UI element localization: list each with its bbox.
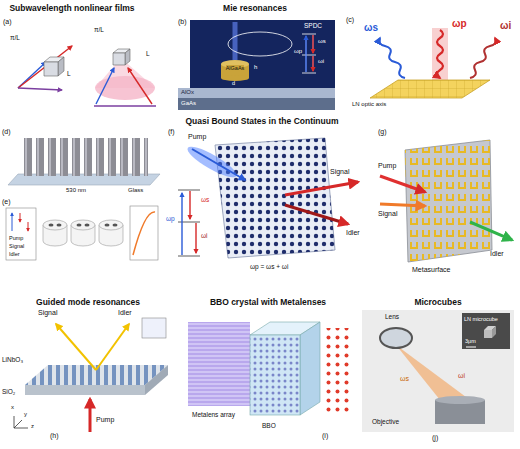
figure-label: Idler — [346, 229, 360, 237]
panel-letter: (g) — [378, 128, 387, 136]
panel-letter: (j) — [432, 434, 438, 442]
figure-label: 530 nm — [66, 187, 86, 194]
figure-label: ωs — [364, 22, 378, 33]
figure-label: Signal — [9, 243, 24, 249]
microcube-setup-sketch — [362, 310, 514, 432]
figure-label: Signal — [38, 309, 57, 317]
figure-label: Glass — [128, 187, 143, 194]
section-heading: Guided mode resonances — [36, 298, 140, 307]
figure-label: Metasurface — [412, 266, 451, 274]
figure-label: ωp — [294, 48, 302, 55]
bbo-metalens-sketch — [188, 322, 349, 415]
figure-label: AlOx — [181, 89, 194, 96]
section-heading: Subwavelength nonlinear films — [9, 4, 134, 13]
figure-label: 3μm — [465, 338, 476, 344]
pillar-metasurface-sketch — [8, 138, 160, 185]
figure-label: Signal — [330, 168, 349, 176]
panel-letter: (e) — [2, 198, 11, 206]
figure-label: LN optic axis — [352, 101, 386, 108]
figure-label: AlGaAs — [226, 65, 245, 71]
figure-label: Signal — [378, 210, 397, 218]
panel-letter: (a) — [3, 18, 12, 26]
u-shape-metasurface-sketch — [380, 140, 512, 262]
figure-label: z — [31, 423, 34, 430]
figure-label: LiNbO₃ — [2, 356, 23, 363]
section-heading: BBO crystal with Metalenses — [210, 298, 326, 307]
figure-label: ωi — [318, 58, 324, 65]
figure-label: π/L — [10, 34, 20, 41]
figure-label: ωs — [318, 38, 326, 45]
figure-label: ωp = ωs + ωi — [250, 263, 288, 270]
section-heading: Quasi Bound States in the Continuum — [186, 117, 339, 126]
figure-label: Idler — [9, 251, 20, 257]
figure-label: Pump — [378, 162, 396, 170]
figure-label: L — [146, 50, 150, 57]
figure-label: Idler — [490, 250, 504, 258]
figure-label: ωi — [458, 372, 465, 380]
figure-label: ωp — [452, 18, 467, 29]
figure-label: BBO — [262, 422, 276, 429]
figure-label: LN microcube — [464, 316, 498, 322]
figure-label: h — [254, 64, 257, 71]
figure-label: x — [11, 404, 14, 411]
figure-label: Idler — [118, 309, 132, 317]
figure-label: L — [67, 70, 71, 77]
section-heading: Microcubes — [414, 298, 461, 307]
panel-letter: (d) — [2, 128, 11, 136]
figure-label: Pump — [96, 416, 114, 424]
figure-label: π/L — [94, 26, 104, 33]
figure-label: ωs — [201, 196, 209, 203]
figure-label: ωs — [400, 375, 409, 383]
figure-label: SiO₂ — [2, 388, 15, 395]
panel-letter: (b) — [178, 18, 187, 26]
nonlinear-film-sketch — [18, 46, 156, 106]
panel-letter: (f) — [168, 128, 175, 136]
figure-label: Metalens array — [192, 411, 235, 418]
lithium-niobate-film-sketch — [370, 28, 496, 98]
figure-label: Objective — [372, 418, 399, 425]
qbic-metasurface-sketch — [178, 138, 358, 258]
figure-label: y — [24, 411, 27, 418]
figure-label: GaAs — [181, 100, 196, 107]
guided-mode-grating-sketch — [14, 318, 168, 432]
panel-letter: (i) — [322, 432, 328, 440]
section-heading: Mie resonances — [223, 4, 287, 13]
figure-label: Pump — [188, 133, 206, 141]
figure-label: SPDC — [304, 22, 322, 29]
panel-letter: (h) — [50, 432, 59, 440]
figure-label: ωp — [166, 215, 175, 222]
panel-letter: (c) — [346, 16, 354, 24]
figure-label: Pump — [9, 235, 23, 241]
mie-resonator-sketch — [178, 20, 335, 110]
figure-label: ωi — [201, 232, 208, 239]
figure-label: d — [232, 80, 235, 86]
cylinder-metasurface-sketch — [6, 206, 158, 260]
figure-label: Lens — [385, 313, 399, 320]
figure-label: ωi — [500, 20, 511, 31]
